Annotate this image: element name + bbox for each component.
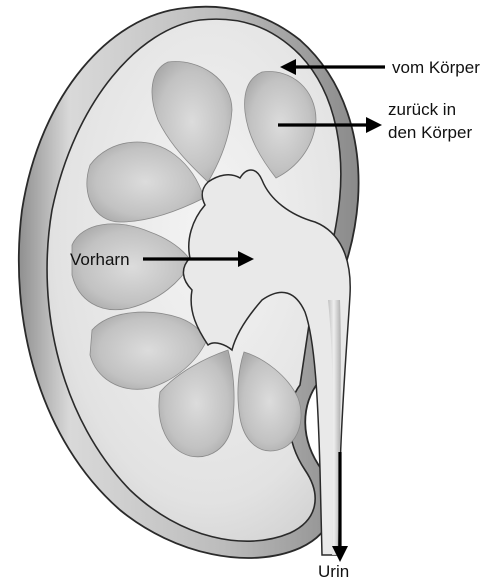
label-from-body: vom Körper (392, 58, 480, 77)
label-urine: Urin (318, 562, 349, 581)
label-back-to-body-line1: zurück in (388, 100, 456, 119)
label-back-to-body-line2: den Körper (388, 123, 472, 142)
label-preurine: Vorharn (70, 250, 130, 269)
arrow-back-to-body-head (366, 117, 382, 133)
